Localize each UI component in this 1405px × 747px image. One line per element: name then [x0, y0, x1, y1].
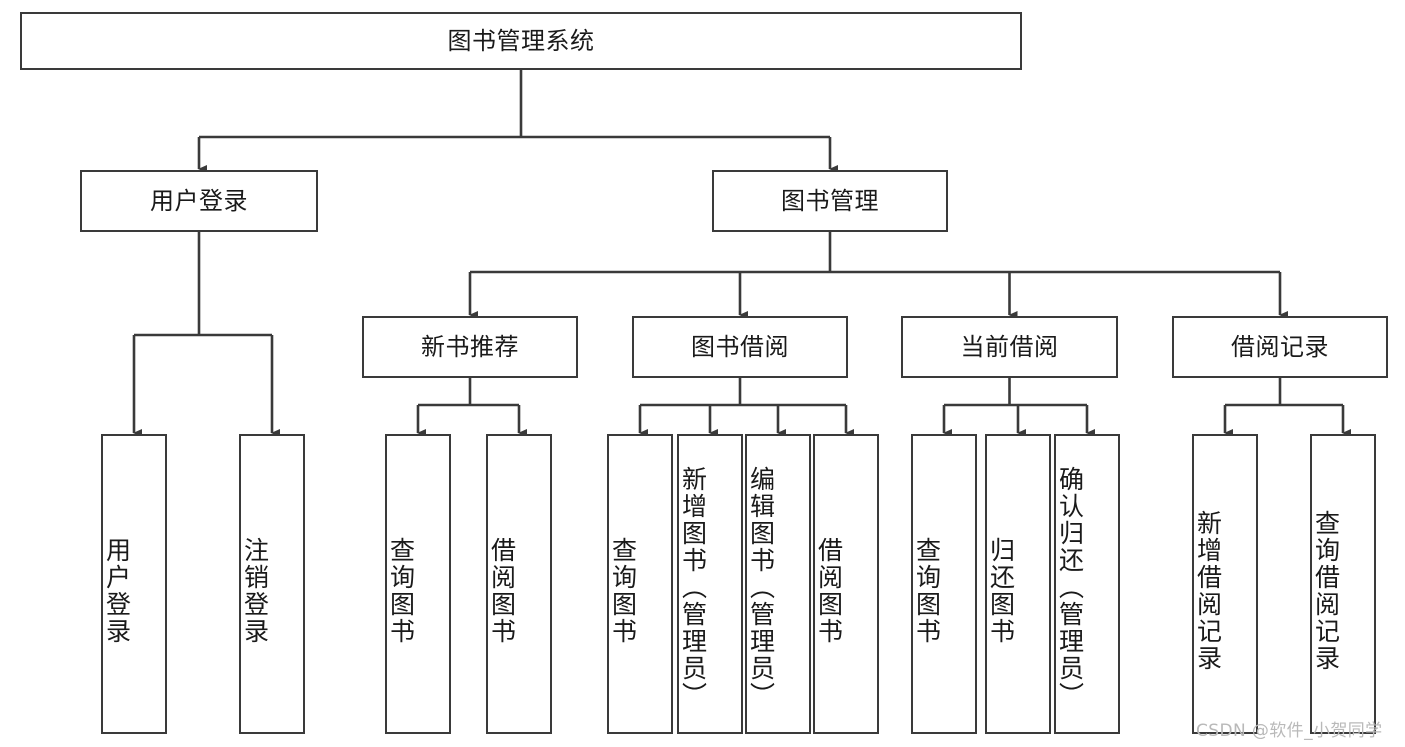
node-label: 用户登录 [102, 537, 132, 645]
node-user-login[interactable]: 用户登录 [80, 170, 318, 232]
node-label: 注销登录 [240, 537, 270, 645]
node-leaf-user-login[interactable]: 用户登录 [101, 434, 167, 734]
node-label: 图书管理系统 [447, 26, 595, 55]
node-label: 图书管理 [781, 186, 879, 215]
node-leaf-query-borrow-record[interactable]: 查询借阅记录 [1310, 434, 1376, 734]
node-leaf-add-borrow-record[interactable]: 新增借阅记录 [1192, 434, 1258, 734]
node-label: 查询图书 [386, 537, 416, 645]
node-borrow-record[interactable]: 借阅记录 [1172, 316, 1388, 378]
node-label: 用户登录 [150, 186, 248, 215]
node-label: 查询借阅记录 [1311, 510, 1341, 672]
node-leaf-query-book-current[interactable]: 查询图书 [911, 434, 977, 734]
node-current-borrow[interactable]: 当前借阅 [901, 316, 1118, 378]
node-leaf-query-book-recommend[interactable]: 查询图书 [385, 434, 451, 734]
node-book-borrow[interactable]: 图书借阅 [632, 316, 848, 378]
node-leaf-logout[interactable]: 注销登录 [239, 434, 305, 734]
node-label: 图书借阅 [691, 332, 789, 361]
node-label: 确认归还（管理员） [1055, 465, 1085, 709]
node-leaf-return-book[interactable]: 归还图书 [985, 434, 1051, 734]
csdn-watermark: CSDN @软件_小贺同学 [1196, 721, 1383, 741]
node-label: 借阅图书 [487, 537, 517, 645]
node-root-root[interactable]: 图书管理系统 [20, 12, 1022, 70]
node-label: 新增借阅记录 [1193, 510, 1223, 672]
node-label: 新增图书（管理员） [678, 465, 708, 709]
node-label: 新书推荐 [421, 332, 519, 361]
node-label: 编辑图书（管理员） [746, 465, 776, 709]
node-label: 借阅图书 [814, 537, 844, 645]
node-leaf-borrow-book[interactable]: 借阅图书 [813, 434, 879, 734]
node-new-book-recommend[interactable]: 新书推荐 [362, 316, 578, 378]
node-leaf-confirm-return-admin[interactable]: 确认归还（管理员） [1054, 434, 1120, 734]
node-book-management[interactable]: 图书管理 [712, 170, 948, 232]
node-leaf-query-book-borrow[interactable]: 查询图书 [607, 434, 673, 734]
node-label: 归还图书 [986, 537, 1016, 645]
node-leaf-borrow-book-recommend[interactable]: 借阅图书 [486, 434, 552, 734]
node-label: 查询图书 [912, 537, 942, 645]
node-label: 当前借阅 [960, 332, 1059, 361]
node-label: 查询图书 [608, 537, 638, 645]
node-leaf-add-book-admin[interactable]: 新增图书（管理员） [677, 434, 743, 734]
node-leaf-edit-book-admin[interactable]: 编辑图书（管理员） [745, 434, 811, 734]
node-label: 借阅记录 [1231, 332, 1329, 361]
